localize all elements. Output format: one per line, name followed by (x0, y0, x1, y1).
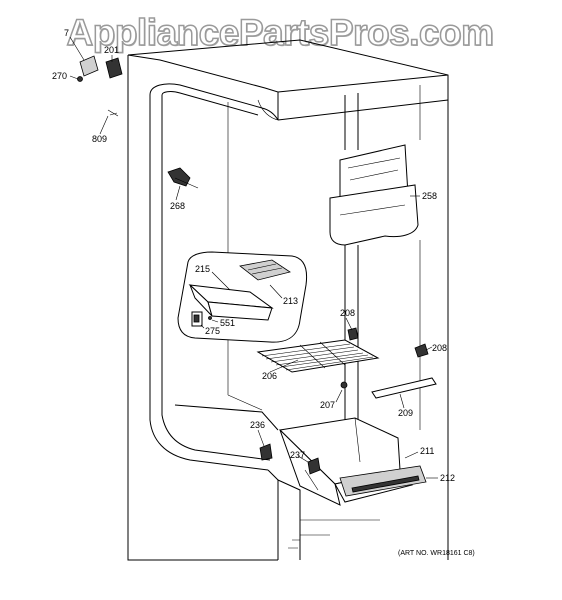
callout-270: 270 (52, 71, 67, 81)
art-number-caption: (ART NO. WR18161 C8) (398, 550, 475, 557)
callout-268: 268 (170, 201, 185, 211)
callout-275: 275 (205, 326, 220, 336)
callout-551: 551 (220, 318, 235, 328)
callout-809: 809 (92, 134, 107, 144)
top-small-parts (77, 55, 123, 117)
callout-211: 211 (420, 446, 434, 456)
callout-212: 212 (440, 473, 455, 483)
callout-236: 236 (250, 420, 265, 430)
callout-215: 215 (195, 264, 210, 274)
control-housing-part (329, 144, 419, 246)
inset-detail-box (177, 251, 308, 343)
callout-213: 213 (283, 296, 298, 306)
callout-206: 206 (262, 371, 277, 381)
callout-201: 201 (104, 45, 119, 55)
callout-237: 237 (290, 450, 305, 460)
callout-209: 209 (398, 408, 413, 418)
callout-207: 207 (320, 400, 335, 410)
callout-208-center: 208 (340, 308, 355, 318)
callout-208-right: 208 (432, 343, 447, 353)
callout-labels: 7 201 270 809 268 258 215 213 551 275 20… (52, 28, 455, 483)
callout-7: 7 (64, 28, 69, 38)
leader-lines (69, 36, 438, 479)
watermark-logo: AppliancePartsPros.com (66, 11, 495, 54)
callout-258: 258 (422, 191, 437, 201)
light-socket-part (167, 167, 199, 189)
drawer-part (259, 417, 427, 506)
